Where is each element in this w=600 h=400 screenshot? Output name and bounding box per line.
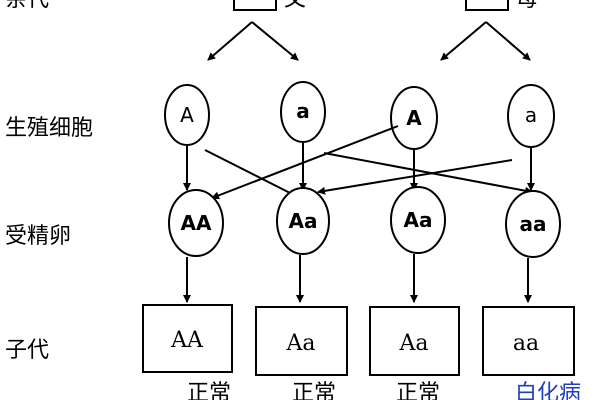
offspring-box: [255, 306, 348, 376]
mother-symbol-box: [465, 0, 509, 11]
offspring-phenotype: 正常: [292, 381, 336, 400]
gamete-4: a: [507, 84, 555, 148]
offspring-4: aa 白化病: [482, 306, 581, 400]
offspring-phenotype: 正常: [396, 381, 440, 400]
gamete-label: A: [406, 106, 422, 130]
zygote-4: aa: [505, 190, 561, 258]
arrow-father-to-gamete-2: [251, 21, 299, 61]
offspring-2: Aa 正常: [255, 306, 348, 400]
gamete-2: a: [280, 81, 326, 143]
arrow-g3-to-z1: [211, 125, 399, 200]
offspring-row: AA 正常 Aa 正常 Aa 正常 aa 白化病: [142, 304, 581, 400]
parent-mother: 母: [465, 0, 538, 12]
offspring-genotype: aa: [513, 331, 539, 356]
offspring-box: [369, 306, 460, 376]
gamete-3: A: [390, 86, 438, 150]
arrow-father-to-gamete-1: [207, 21, 253, 61]
gamete-zygote-arrows: [183, 125, 535, 200]
zygote-1: AA: [168, 189, 224, 257]
offspring-box: [482, 306, 575, 376]
arrow-mother-to-gamete-4: [485, 21, 531, 61]
zygote-3: Aa: [390, 186, 446, 254]
father-symbol-box: [233, 0, 277, 11]
zygote-circle: [505, 190, 561, 258]
gamete-circle: [164, 84, 210, 146]
zygote-label: aa: [520, 212, 547, 236]
arrow-g4-to-z3: [317, 159, 513, 195]
offspring-1: AA 正常: [142, 304, 233, 400]
offspring-genotype: Aa: [285, 331, 315, 356]
offspring-genotype: AA: [170, 328, 204, 353]
gamete-1: A: [164, 84, 210, 146]
mother-label: 母: [516, 0, 538, 12]
arrow-g2-to-z4: [323, 152, 533, 195]
zygote-circle: [390, 186, 446, 254]
gamete-circle: [507, 84, 555, 148]
gamete-label: a: [296, 99, 310, 123]
gamete-label: A: [180, 103, 194, 127]
offspring-phenotype: 正常: [187, 381, 231, 400]
parent-gamete-arrows: [207, 21, 531, 61]
row-label-zygotes: 受精卵: [5, 224, 71, 249]
arrow-mother-to-gamete-3: [440, 21, 487, 61]
father-label: 父: [284, 0, 306, 12]
offspring-box: [142, 304, 233, 373]
gamete-circle: [280, 81, 326, 143]
offspring-genotype: Aa: [398, 331, 428, 356]
row-label-parents: 亲代: [5, 0, 49, 12]
zygote-2: Aa: [276, 187, 330, 255]
offspring-3: Aa 正常: [369, 306, 460, 400]
gamete-label: a: [525, 103, 537, 127]
zygote-label: AA: [181, 211, 212, 235]
zygote-label: Aa: [289, 209, 318, 233]
gamete-circle: [390, 86, 438, 150]
parent-father: 父: [233, 0, 306, 12]
zygote-offspring-arrows: [183, 254, 532, 303]
row-label-gametes: 生殖细胞: [5, 116, 93, 141]
gamete-row: A a A a: [164, 81, 555, 150]
offspring-phenotype-albinism: 白化病: [515, 381, 581, 400]
arrow-g1-to-z2: [204, 149, 297, 197]
zygote-label: Aa: [404, 208, 433, 232]
zygote-circle: [276, 187, 330, 255]
zygote-row: AA Aa Aa aa: [168, 186, 561, 258]
zygote-circle: [168, 189, 224, 257]
row-label-offspring: 子代: [5, 338, 49, 363]
